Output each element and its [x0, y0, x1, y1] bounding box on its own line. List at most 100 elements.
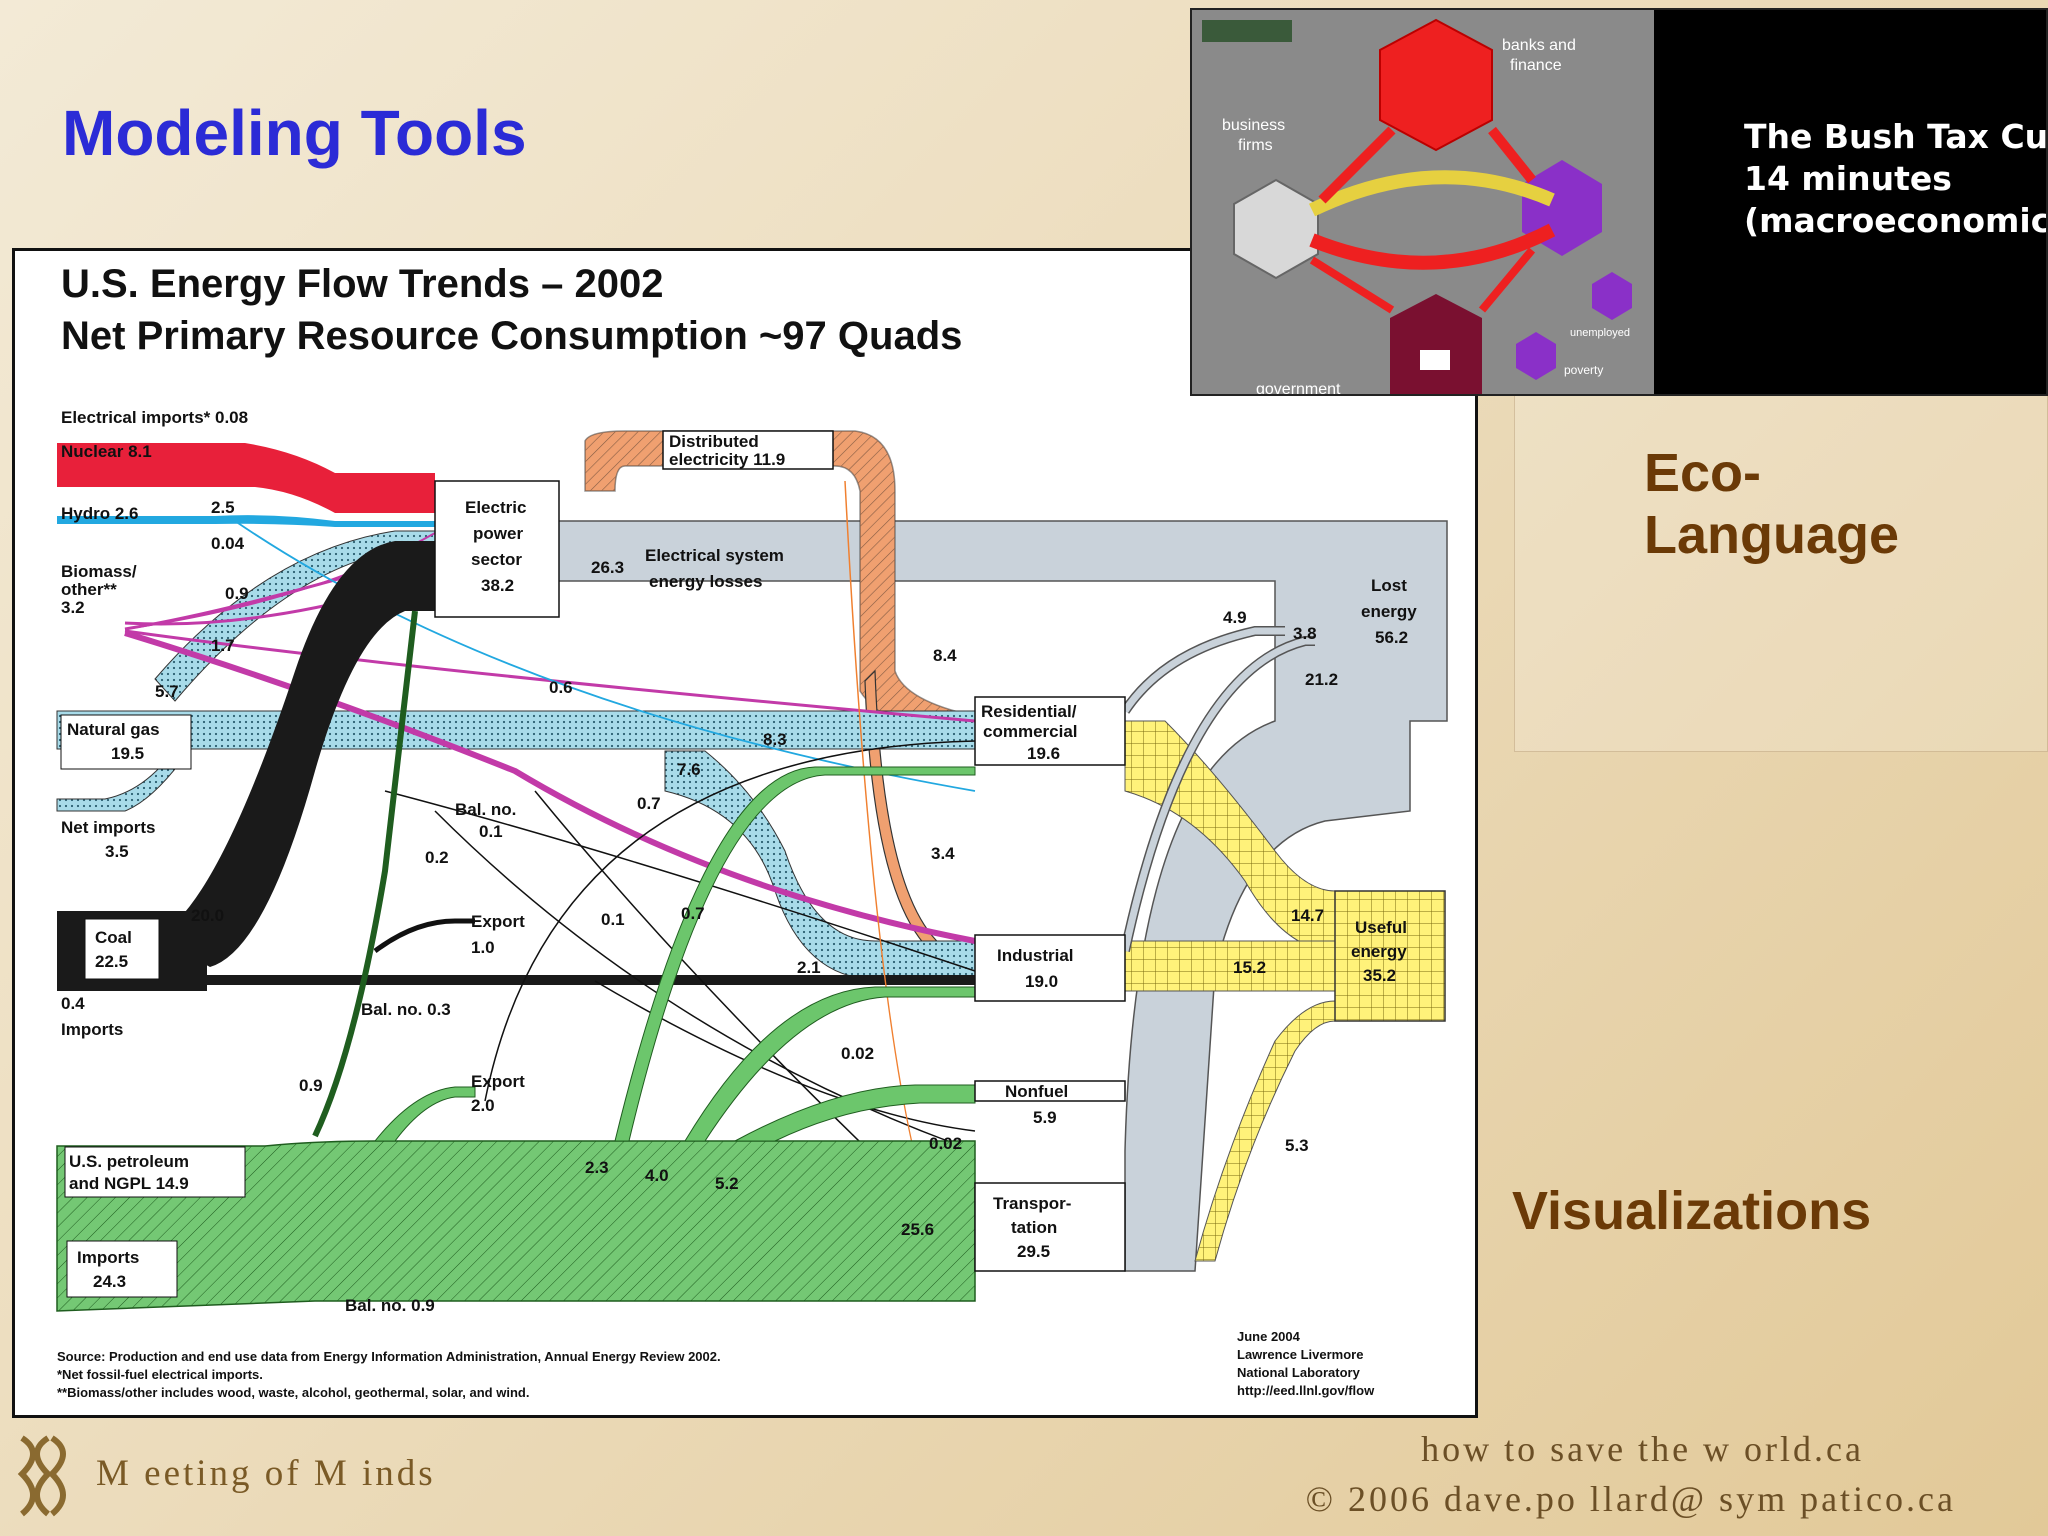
lbl-electrical-imports: Electrical imports* 0.08 — [61, 408, 248, 427]
lbl-distributed-1: Distributed — [669, 432, 759, 451]
meeting-of-minds-logo-icon — [17, 1435, 66, 1517]
lbl-dist-84: 8.4 — [933, 646, 957, 665]
useful-energy-from-industrial — [1124, 940, 1336, 992]
lbl-useful-2: energy — [1351, 942, 1407, 961]
lbl-hydro-25: 2.5 — [211, 498, 235, 517]
inset-caption: The Bush Tax Cuts 14 minutes (macroecono… — [1744, 116, 2048, 242]
lbl-system-losses-val: 26.3 — [591, 558, 624, 577]
lbl-nonfuel-2: 5.9 — [1033, 1108, 1057, 1127]
imports-label-box — [66, 1240, 178, 1298]
lbl-lost-38: 3.8 — [1293, 624, 1317, 643]
lbl-natural-gas-1: Natural gas — [67, 720, 160, 739]
lbl-pet-23: 2.3 — [585, 1158, 609, 1177]
lbl-credit-3: National Laboratory — [1237, 1365, 1361, 1380]
inset-node-poverty: poverty — [1564, 363, 1603, 377]
diagram-heading-2: Net Primary Resource Consumption ~97 Qua… — [61, 314, 962, 358]
lbl-us-pet-1: U.S. petroleum — [69, 1152, 189, 1171]
lbl-biomass-3: 3.2 — [61, 598, 85, 617]
lbl-industrial-1: Industrial — [997, 946, 1074, 965]
coal-label-box — [84, 918, 160, 980]
lbl-lost-49: 4.9 — [1223, 608, 1247, 627]
lbl-coal-21: 2.1 — [797, 958, 821, 977]
lbl-useful-1: Useful — [1355, 918, 1407, 937]
lbl-coal-07: 0.7 — [681, 904, 705, 923]
useful-energy-box — [1334, 890, 1446, 1022]
lbl-useful-3: 35.2 — [1363, 966, 1396, 985]
energy-flow-svg: U.S. Energy Flow Trends – 2002 Net Prima… — [56, 262, 1448, 1400]
macro-diagram-thumbnail: banks and finance business firms governm… — [1192, 10, 1654, 394]
lost-energy-band — [444, 520, 1448, 1272]
lbl-credit-1: June 2004 — [1237, 1329, 1301, 1344]
lbl-credit-4: http://eed.llnl.gov/flow — [1237, 1383, 1375, 1398]
inset-caption-line3: (macroeconomics) — [1744, 201, 2048, 240]
lbl-lost-2: energy — [1361, 602, 1417, 621]
lbl-useful-147: 14.7 — [1291, 906, 1324, 925]
lbl-dist-34: 3.4 — [931, 844, 955, 863]
eco-language-label: Eco- Language — [1644, 442, 1899, 566]
lbl-coal-01: 0.1 — [601, 910, 625, 929]
lbl-net-imports-1: Net imports — [61, 818, 155, 837]
lbl-us-pet-2: and NGPL 14.9 — [69, 1174, 189, 1193]
energy-flow-diagram: U.S. Energy Flow Trends – 2002 Net Prima… — [12, 248, 1478, 1418]
footer-site[interactable]: how to save the w orld.ca — [1421, 1429, 1864, 1469]
nuclear-flow — [57, 443, 435, 513]
nonfuel-box — [974, 1080, 1126, 1102]
lbl-nonfuel-1: Nonfuel — [1005, 1082, 1068, 1101]
lbl-pet-40: 4.0 — [645, 1166, 669, 1185]
lbl-system-losses-1: Electrical system — [645, 546, 784, 565]
inset-caption-line1: The Bush Tax Cuts — [1744, 117, 2048, 156]
lbl-residential-3: 19.6 — [1027, 744, 1060, 763]
lbl-transport-2: tation — [1011, 1218, 1057, 1237]
petroleum-to-nonfuel — [734, 1084, 976, 1142]
petroleum-main — [56, 1140, 976, 1312]
eco-label-line1: Eco- — [1644, 443, 1762, 503]
lbl-pet-002a: 0.02 — [841, 1044, 874, 1063]
lbl-power-1: Electric — [465, 498, 526, 517]
lbl-biomass-09: 0.9 — [225, 584, 249, 603]
electric-power-sector-box — [434, 480, 560, 618]
lbl-residential-2: commercial — [983, 722, 1078, 741]
lbl-pet-09: 0.9 — [299, 1076, 323, 1095]
footer-copyright: © 2006 dave.po llard@ sym patico.ca — [1305, 1479, 1956, 1519]
bush-tax-cuts-video-thumbnail[interactable]: banks and finance business firms governm… — [1190, 8, 2048, 396]
lbl-export-2v: 2.0 — [471, 1096, 495, 1115]
lbl-gas-06: 0.6 — [549, 678, 573, 697]
lbl-transport-1: Transpor- — [993, 1194, 1071, 1213]
lbl-pet-256: 25.6 — [901, 1220, 934, 1239]
lbl-industrial-2: 19.0 — [1025, 972, 1058, 991]
lbl-power-4: 38.2 — [481, 576, 514, 595]
lbl-power-3: sector — [471, 550, 522, 569]
inset-node-unemployed: unemployed — [1570, 327, 1630, 339]
lbl-biomass-17: 1.7 — [211, 636, 235, 655]
lbl-transport-3: 29.5 — [1017, 1242, 1050, 1261]
lbl-gas-07: 0.7 — [637, 794, 661, 813]
eco-label-line2: Language — [1644, 505, 1900, 565]
coal-to-power — [155, 541, 435, 967]
transport-box — [974, 1182, 1126, 1272]
inset-node-business-1: business — [1222, 117, 1285, 134]
lbl-natural-gas-2: 19.5 — [111, 744, 144, 763]
lbl-source-2: *Net fossil-fuel electrical imports. — [57, 1367, 263, 1382]
inset-node-banks-2: finance — [1510, 57, 1562, 74]
lbl-hydro: Hydro 2.6 — [61, 504, 138, 523]
lbl-bal-01-1: Bal. no. — [455, 800, 516, 819]
lbl-gas-83: 8.3 — [763, 730, 787, 749]
lbl-coal-2: 22.5 — [95, 952, 128, 971]
industrial-box — [974, 934, 1126, 1002]
lbl-imports-2: 24.3 — [93, 1272, 126, 1291]
lbl-biomass-2: other** — [61, 580, 117, 599]
lbl-pet-002b: 0.02 — [929, 1134, 962, 1153]
footer-brand: M eeting of M inds — [96, 1453, 436, 1494]
inset-node-business-2: firms — [1238, 137, 1273, 154]
lbl-nuclear: Nuclear 8.1 — [61, 442, 152, 461]
residential-box — [974, 696, 1126, 766]
lbl-export-1v: 1.0 — [471, 938, 495, 957]
page-title: Modeling Tools — [62, 97, 527, 169]
lbl-net-imports-2: 3.5 — [105, 842, 129, 861]
lbl-source-3: **Biomass/other includes wood, waste, al… — [57, 1385, 529, 1400]
diagram-heading-1: U.S. Energy Flow Trends – 2002 — [61, 262, 663, 306]
lbl-power-2: power — [473, 524, 523, 543]
lbl-gas-02: 0.2 — [425, 848, 449, 867]
petroleum-export — [373, 1086, 476, 1142]
lbl-credit-2: Lawrence Livermore — [1237, 1347, 1363, 1362]
